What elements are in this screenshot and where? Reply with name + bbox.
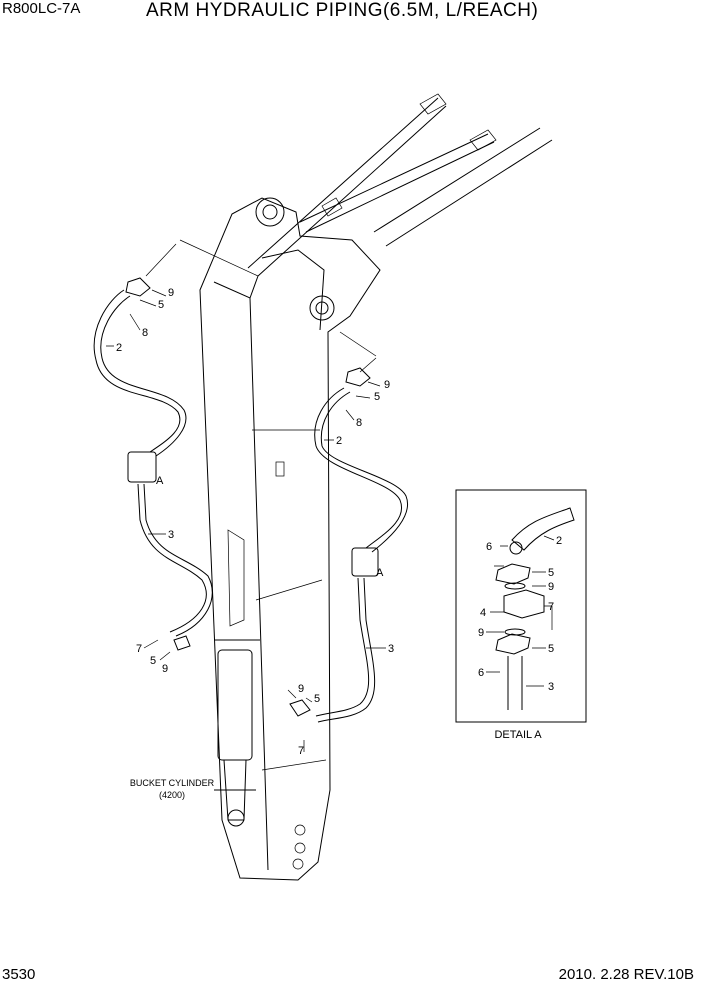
detail-callout-2: 2 bbox=[556, 535, 562, 547]
callout-2: 2 bbox=[336, 435, 342, 447]
detail-title: DETAIL A bbox=[494, 729, 542, 741]
bucket-cylinder bbox=[214, 529, 260, 827]
right-callouts: 9 5 8 2 A 3 9 5 7 bbox=[298, 379, 394, 757]
cylinder-label-name: BUCKET CYLINDER bbox=[130, 778, 215, 788]
callout-A: A bbox=[156, 475, 164, 487]
page-number: 3530 bbox=[2, 966, 36, 983]
callout-9: 9 bbox=[162, 663, 168, 675]
page-title: ARM HYDRAULIC PIPING(6.5M, L/REACH) bbox=[146, 0, 539, 21]
detail-callout-9: 9 bbox=[548, 581, 554, 593]
callout-9: 9 bbox=[168, 287, 174, 299]
right-hose-assembly bbox=[289, 367, 409, 723]
callout-5: 5 bbox=[158, 299, 164, 311]
callout-3: 3 bbox=[388, 643, 394, 655]
left-hose-assembly bbox=[93, 277, 213, 651]
callout-8: 8 bbox=[142, 327, 148, 339]
detail-callout-5: 5 bbox=[548, 643, 554, 655]
model-code: R800LC-7A bbox=[2, 0, 81, 17]
boom-cylinder-rods bbox=[247, 93, 553, 277]
detail-a-panel: 6 2 5 9 4 7 9 5 6 3 DETAIL A bbox=[455, 489, 587, 741]
detail-callout-3: 3 bbox=[548, 681, 554, 693]
detail-callout-7: 7 bbox=[548, 601, 554, 613]
callout-2: 2 bbox=[116, 342, 122, 354]
callout-9: 9 bbox=[298, 683, 304, 695]
detail-callout-4: 4 bbox=[480, 607, 486, 619]
callout-5: 5 bbox=[374, 391, 380, 403]
cylinder-label-part: (4200) bbox=[159, 790, 185, 800]
detail-callout-9: 9 bbox=[478, 627, 484, 639]
callout-7: 7 bbox=[298, 745, 304, 757]
detail-callout-6: 6 bbox=[486, 541, 492, 553]
leader-lines bbox=[106, 239, 386, 752]
revision-date: 2010. 2.28 REV.10B bbox=[558, 966, 694, 983]
callout-5: 5 bbox=[314, 693, 320, 705]
callout-9: 9 bbox=[384, 379, 390, 391]
arm-body bbox=[199, 197, 381, 881]
detail-callout-6: 6 bbox=[478, 667, 484, 679]
bucket-cylinder-label: BUCKET CYLINDER (4200) bbox=[130, 778, 215, 800]
callout-A: A bbox=[376, 567, 384, 579]
callout-7: 7 bbox=[136, 643, 142, 655]
callout-3: 3 bbox=[168, 529, 174, 541]
callout-5: 5 bbox=[150, 655, 156, 667]
detail-callout-5: 5 bbox=[548, 567, 554, 579]
callout-8: 8 bbox=[356, 417, 362, 429]
left-callouts: 9 5 8 2 A 3 7 5 9 bbox=[116, 287, 174, 675]
